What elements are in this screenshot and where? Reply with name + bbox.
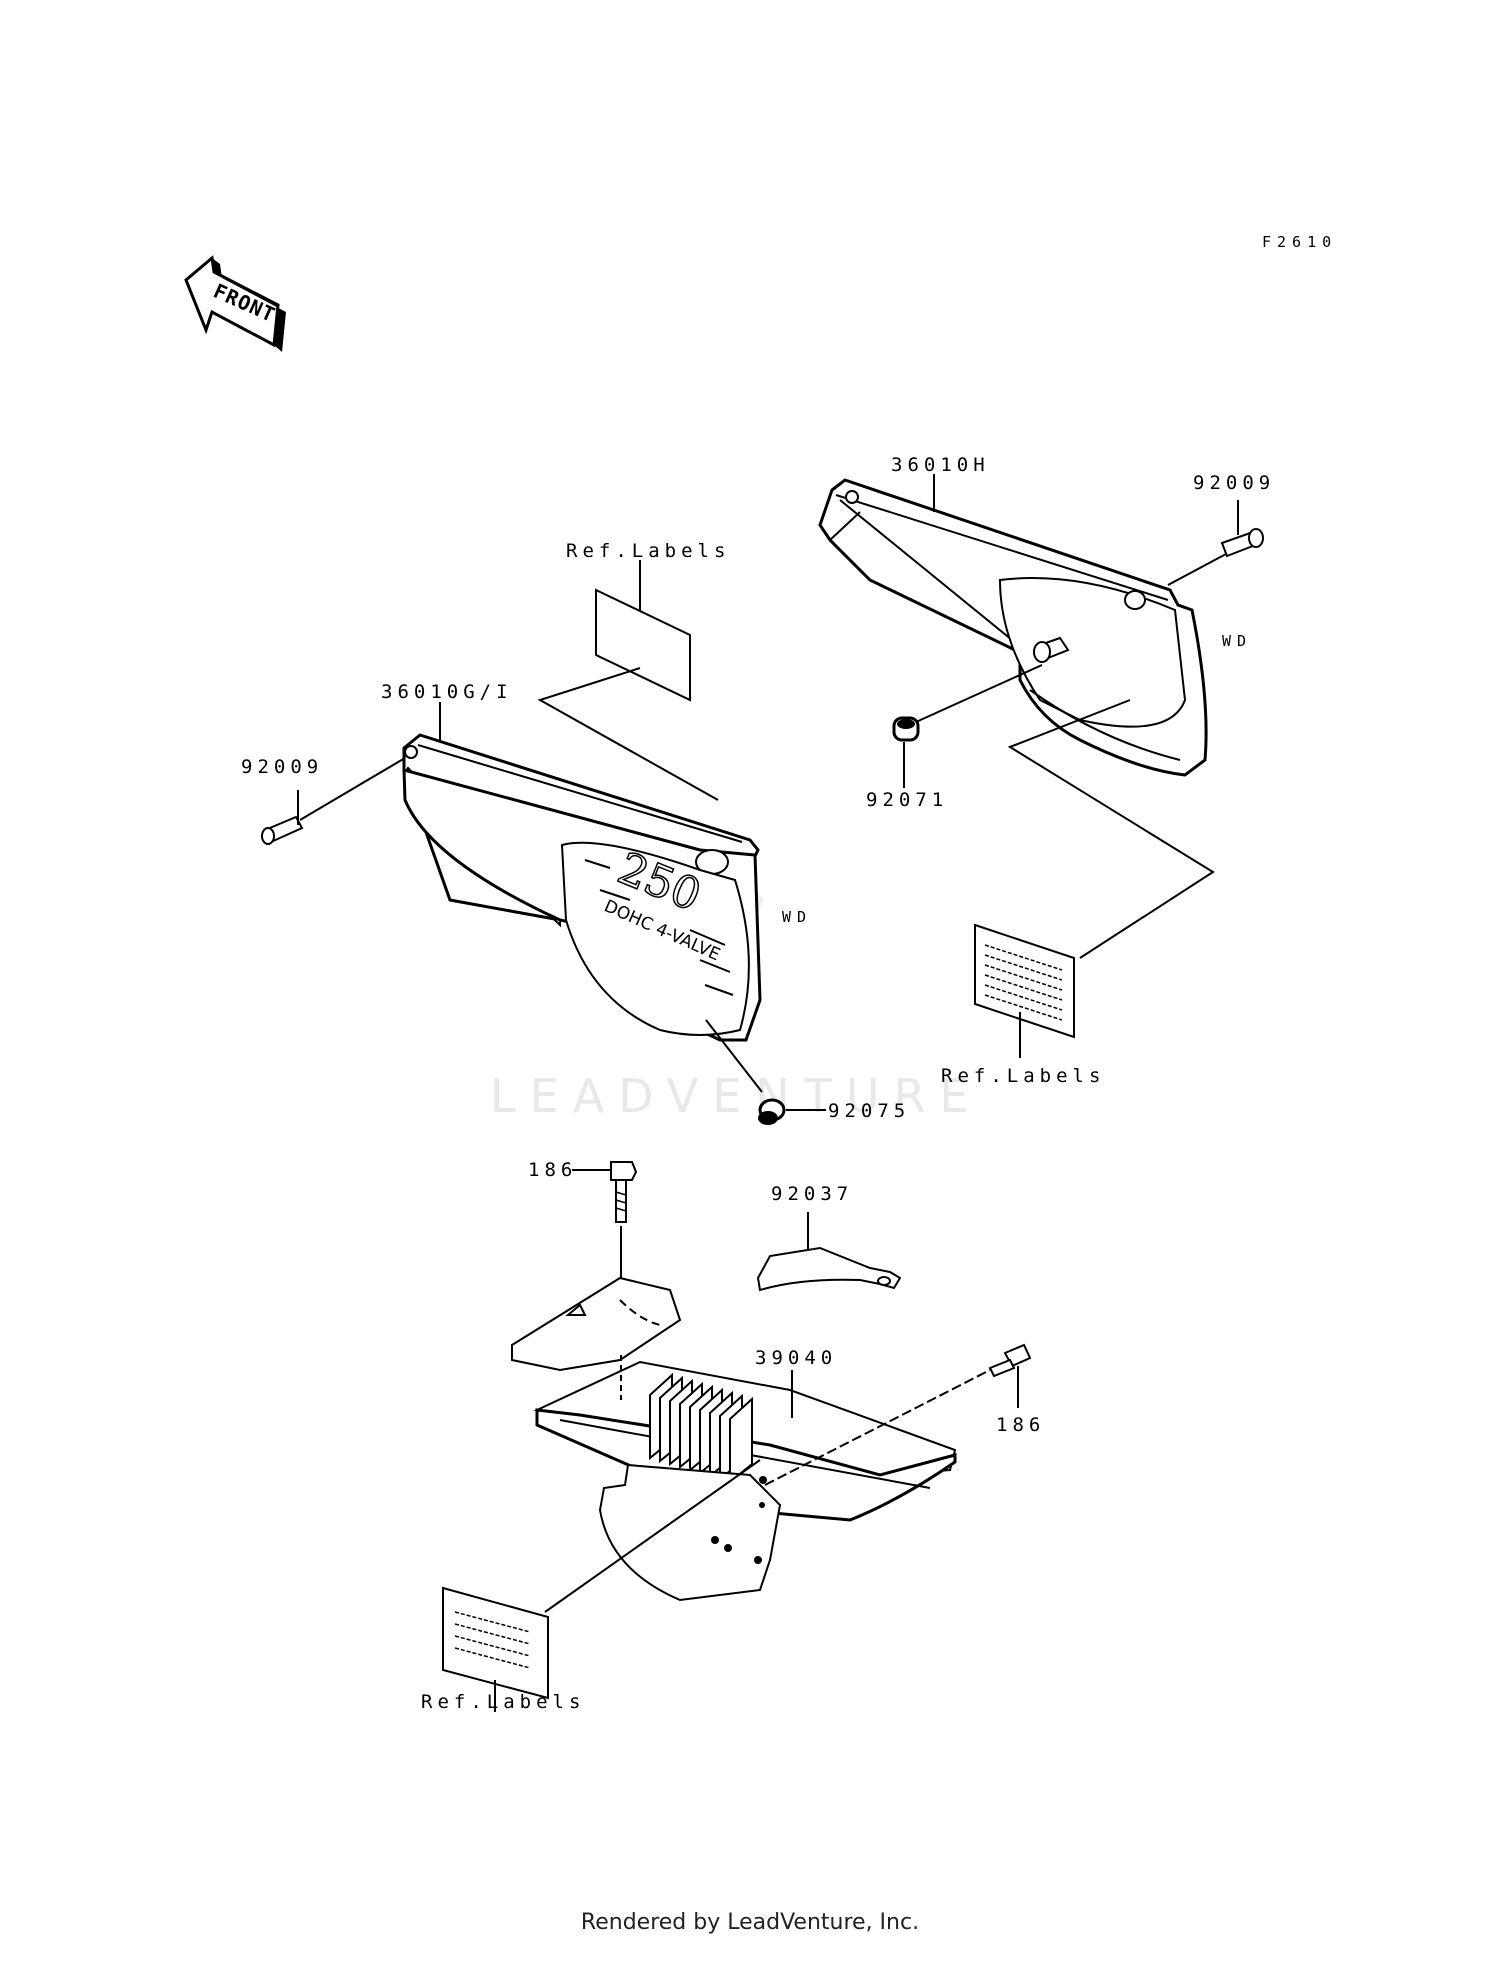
wd-left-label: WD: [782, 908, 812, 926]
part-36010g-i-label: 36010G/I: [381, 681, 513, 703]
part-92075-label: 92075: [828, 1100, 910, 1122]
screw-left: [261, 757, 406, 845]
front-arrow: FRONT: [184, 255, 286, 352]
part-92037-label: 92037: [771, 1183, 853, 1205]
wd-right-label: WD: [1222, 632, 1252, 650]
ref-labels-bottom-label: Ref.Labels: [421, 1691, 585, 1713]
bolt-right: [988, 1343, 1032, 1408]
part-186-top-label: 186: [528, 1159, 577, 1181]
part-39040-label: 39040: [755, 1347, 837, 1369]
bracket: [756, 1212, 902, 1292]
engine-guard: [511, 1276, 991, 1602]
ref-labels-top-label: Ref.Labels: [566, 540, 730, 562]
ref-labels-right-label: Ref.Labels: [941, 1065, 1105, 1087]
watermark-text: LEADVENTURE: [490, 1069, 983, 1123]
ref-label-sticker-right: [974, 699, 1215, 1058]
side-cover-left: 250 DOHC 4-VALVE: [402, 733, 762, 1042]
part-92009-right-label: 92009: [1193, 472, 1275, 494]
grommet-right: [892, 664, 1043, 788]
figure-code: F2610: [1262, 233, 1337, 251]
part-92071-label: 92071: [866, 789, 948, 811]
watermark: LEADVENTURE: [490, 877, 983, 1123]
screw-right: [1167, 500, 1264, 586]
side-cover-right: [818, 478, 1208, 777]
part-36010h-label: 36010H: [891, 454, 990, 476]
ref-label-sticker-top: [537, 560, 719, 801]
ref-label-sticker-bottom: [442, 1459, 761, 1712]
part-92009-left-label: 92009: [241, 756, 323, 778]
grommet-left: [705, 1019, 826, 1125]
part-186-right-label: 186: [996, 1414, 1045, 1436]
footer-credit: Rendered by LeadVenture, Inc.: [580, 1910, 920, 1935]
